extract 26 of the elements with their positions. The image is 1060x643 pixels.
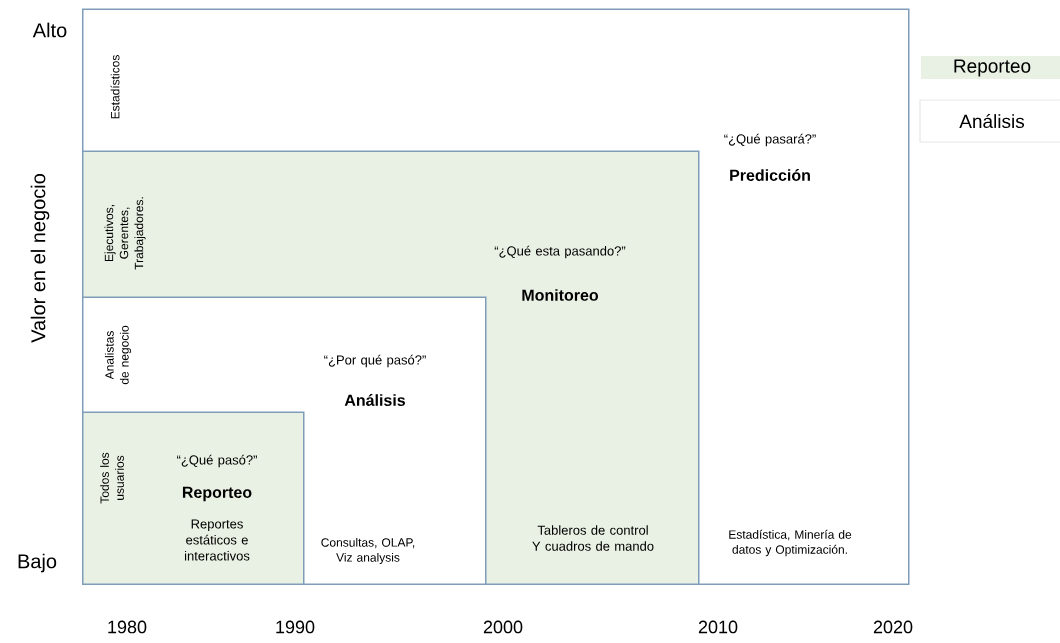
question-text: “¿Por qué pasó?”	[324, 354, 426, 368]
axis-title: Valor en el negocio	[30, 174, 50, 343]
question-text: “¿Qué esta pasando?”	[494, 245, 626, 259]
stage-title: Reporteo	[182, 486, 252, 502]
legend-label: Análisis	[959, 113, 1025, 129]
year-label: 1990	[276, 620, 315, 634]
user-group-label: Todos los usuarios	[100, 452, 124, 504]
legend-label: Reporteo	[954, 59, 1031, 77]
user-group-label: Ejecutivos, Gerentes, Trabajadores.	[104, 197, 146, 270]
year-label: 2010	[698, 620, 738, 634]
tools-text: Consultas, OLAP, Viz analysis	[321, 537, 415, 565]
stage-title: Monitoreo	[522, 289, 599, 301]
question-text: “¿Qué pasó?”	[177, 454, 257, 468]
user-group-label: Analistas de negocio	[104, 325, 132, 385]
year-label: 1980	[108, 620, 147, 634]
question-text: “¿Qué pasará?”	[724, 133, 816, 147]
stage-title: Análisis	[344, 394, 405, 406]
axis-label: Alto	[32, 22, 67, 38]
tools-text: Tableros de control Y cuadros de mando	[532, 525, 654, 551]
year-label: 2020	[873, 620, 913, 634]
tools-text: Reportes estáticos e interactivos	[185, 519, 250, 561]
axis-label: Bajo	[18, 553, 57, 573]
stage-title: Predicción	[730, 169, 810, 181]
year-label: 2000	[483, 620, 523, 634]
tools-text: Estadística, Minería de datos y Optimización.	[729, 529, 852, 557]
user-group-label: Estadísticos	[110, 55, 120, 119]
